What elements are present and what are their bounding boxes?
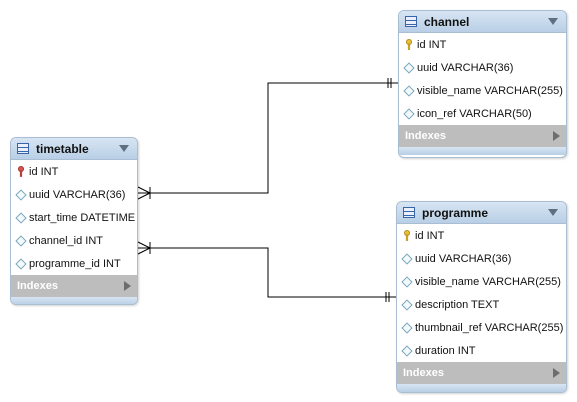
column-row[interactable]: thumbnail_ref VARCHAR(255) — [397, 316, 566, 339]
indexes-bar[interactable]: Indexes — [397, 362, 566, 384]
column-row[interactable]: id INT — [399, 33, 566, 56]
table-icon — [405, 16, 417, 27]
diamond-icon — [403, 61, 415, 74]
table-icon — [403, 207, 415, 218]
diamond-icon — [15, 234, 27, 247]
column-label: duration INT — [415, 344, 476, 357]
connector-timetable-programme — [138, 247, 396, 298]
chevron-down-icon[interactable] — [548, 18, 558, 25]
column-row[interactable]: channel_id INT — [11, 229, 137, 252]
diamond-icon — [401, 321, 413, 334]
diamond-icon — [403, 84, 415, 97]
programme-columns: id INT uuid VARCHAR(36) visible_name VAR… — [397, 224, 566, 362]
column-row[interactable]: start_time DATETIME — [11, 206, 137, 229]
chevron-right-icon[interactable] — [553, 131, 560, 141]
column-label: uuid VARCHAR(36) — [417, 61, 514, 74]
indexes-label: Indexes — [17, 280, 58, 292]
diamond-icon — [401, 344, 413, 357]
column-row[interactable]: uuid VARCHAR(36) — [11, 183, 137, 206]
key-icon — [402, 230, 412, 241]
diamond-icon — [403, 107, 415, 120]
channel-table[interactable]: channel id INT uuid VARCHAR(36) visible_… — [398, 10, 567, 158]
chevron-down-icon[interactable] — [119, 145, 129, 152]
table-footer — [397, 384, 566, 392]
chevron-down-icon[interactable] — [548, 209, 558, 216]
crowfoot-many-channel — [137, 186, 151, 200]
column-row[interactable]: id INT — [397, 224, 566, 247]
indexes-label: Indexes — [403, 367, 444, 379]
column-row[interactable]: description TEXT — [397, 293, 566, 316]
indexes-bar[interactable]: Indexes — [399, 125, 566, 147]
column-label: icon_ref VARCHAR(50) — [417, 107, 532, 120]
timetable-table[interactable]: timetable id INT uuid VARCHAR(36) start_… — [10, 137, 138, 305]
chevron-right-icon[interactable] — [124, 281, 131, 291]
column-label: visible_name VARCHAR(255) — [415, 275, 561, 288]
diamond-icon — [401, 252, 413, 265]
connector-timetable-channel — [138, 82, 398, 194]
table-title: channel — [424, 14, 470, 29]
one-marker-channel — [387, 78, 392, 88]
timetable-table-header[interactable]: timetable — [11, 138, 137, 160]
column-row[interactable]: visible_name VARCHAR(255) — [397, 270, 566, 293]
diamond-icon — [15, 188, 27, 201]
diamond-icon — [401, 298, 413, 311]
programme-table[interactable]: programme id INT uuid VARCHAR(36) visibl… — [396, 201, 567, 393]
column-label: uuid VARCHAR(36) — [415, 252, 512, 265]
channel-columns: id INT uuid VARCHAR(36) visible_name VAR… — [399, 33, 566, 125]
column-label: description TEXT — [415, 298, 500, 311]
programme-table-header[interactable]: programme — [397, 202, 566, 224]
diamond-icon — [15, 211, 27, 224]
table-title: timetable — [36, 141, 89, 156]
table-footer — [11, 297, 137, 304]
column-label: uuid VARCHAR(36) — [29, 188, 126, 201]
column-row[interactable]: uuid VARCHAR(36) — [397, 247, 566, 270]
table-icon — [17, 143, 29, 154]
column-row[interactable]: duration INT — [397, 339, 566, 362]
one-marker-programme — [385, 292, 390, 302]
column-label: id INT — [29, 165, 59, 178]
column-label: start_time DATETIME — [29, 211, 136, 224]
channel-table-header[interactable]: channel — [399, 11, 566, 33]
indexes-label: Indexes — [405, 130, 446, 142]
column-label: thumbnail_ref VARCHAR(255) — [415, 321, 564, 334]
column-row[interactable]: programme_id INT — [11, 252, 137, 275]
column-label: id INT — [415, 229, 445, 242]
chevron-right-icon[interactable] — [553, 368, 560, 378]
key-icon — [16, 166, 26, 177]
table-footer — [399, 147, 566, 155]
column-row[interactable]: visible_name VARCHAR(255) — [399, 79, 566, 102]
diamond-icon — [15, 257, 27, 270]
diamond-icon — [401, 275, 413, 288]
column-row[interactable]: icon_ref VARCHAR(50) — [399, 102, 566, 125]
crowfoot-many-programme — [137, 241, 151, 255]
column-label: visible_name VARCHAR(255) — [417, 84, 563, 97]
column-row[interactable]: uuid VARCHAR(36) — [399, 56, 566, 79]
column-label: id INT — [417, 38, 447, 51]
key-icon — [404, 39, 414, 50]
column-label: channel_id INT — [29, 234, 103, 247]
column-row[interactable]: id INT — [11, 160, 137, 183]
table-title: programme — [422, 205, 489, 220]
indexes-bar[interactable]: Indexes — [11, 275, 137, 297]
timetable-columns: id INT uuid VARCHAR(36) start_time DATET… — [11, 160, 137, 275]
column-label: programme_id INT — [29, 257, 121, 270]
